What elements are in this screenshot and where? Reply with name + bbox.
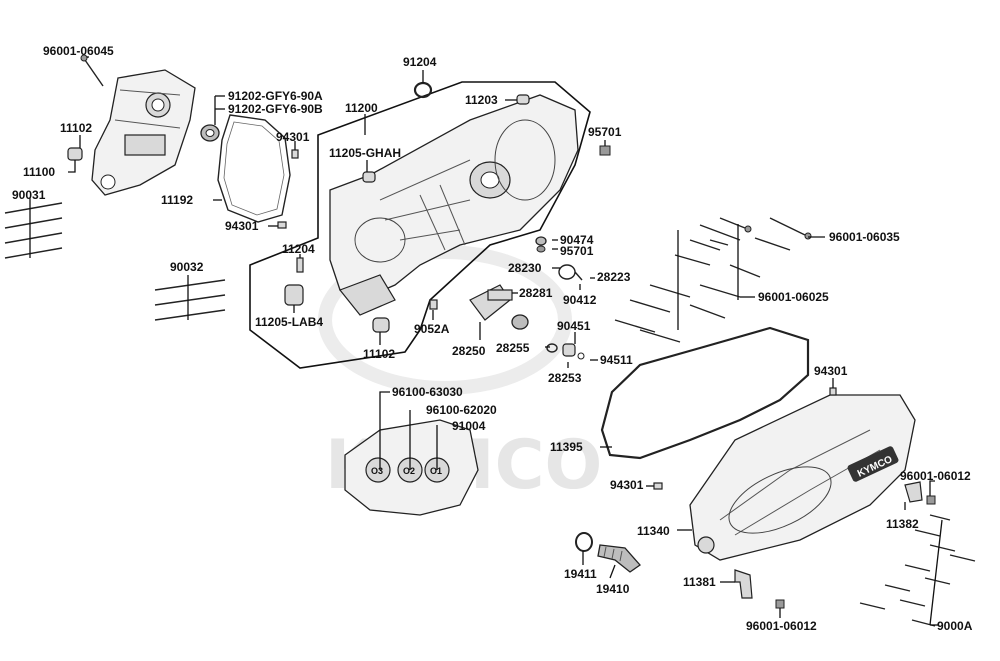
label-90451: 90451 — [557, 319, 591, 333]
bolt-95701-top — [599, 145, 611, 156]
label-96100-63030: 96100-63030 — [392, 385, 463, 399]
label-28253: 28253 — [548, 371, 582, 385]
gasket-11192 — [217, 114, 291, 223]
cover-gasket-11395 — [600, 326, 810, 460]
label-11395: 11395 — [550, 440, 583, 454]
label-11204: 11204 — [282, 242, 315, 256]
label-94301-a: 94301 — [276, 130, 310, 144]
label-94301-d: 94301 — [610, 478, 644, 492]
bushing-11205-lab4 — [284, 284, 304, 306]
dowel-pin-11102-bottom — [372, 317, 390, 333]
o-ring-91204 — [413, 81, 433, 99]
label-94511: 94511 — [600, 353, 633, 367]
label-96001-06025: 96001-06025 — [758, 290, 829, 304]
label-90412: 90412 — [563, 293, 597, 307]
kick-starter-parts — [429, 236, 585, 360]
label-96001-06035: 96001-06035 — [829, 230, 900, 244]
bearing-o3-label: O3 — [371, 466, 383, 476]
label-11382: 11382 — [886, 517, 919, 531]
bracket-11381 — [734, 569, 753, 599]
bearing-o2-label: O2 — [403, 466, 415, 476]
label-19411: 19411 — [564, 567, 597, 581]
label-11200: 11200 — [345, 101, 378, 115]
clamp-19411 — [575, 532, 593, 552]
label-94301-b: 94301 — [225, 219, 259, 233]
left-crankcase-half — [91, 69, 196, 196]
bolt-96001-06045 — [80, 54, 104, 87]
label-90032: 90032 — [170, 260, 204, 274]
bolts-96001-06035 — [674, 217, 812, 266]
label-11205-lab4: 11205-LAB4 — [255, 315, 324, 329]
label-28230: 28230 — [508, 261, 542, 275]
label-19410: 19410 — [596, 582, 630, 596]
label-28281: 28281 — [519, 286, 553, 300]
dowel-11203 — [516, 94, 530, 105]
label-95701-mid: 95701 — [560, 244, 594, 258]
label-11205-ghah: 11205-GHAH — [329, 146, 402, 160]
label-11100: 11100 — [23, 165, 56, 179]
label-91202-gfy6-90a: 91202-GFY6-90A — [228, 89, 323, 103]
label-96001-06012-top: 96001-06012 — [900, 469, 971, 483]
pin-94301-c — [829, 387, 837, 396]
label-91004: 91004 — [452, 419, 486, 433]
bearing-o1-label: O1 — [430, 466, 442, 476]
duct-19410 — [597, 544, 641, 573]
pin-94301-b — [277, 221, 287, 229]
label-96001-06012-bottom: 96001-06012 — [746, 619, 817, 633]
studs-90032 — [154, 279, 226, 321]
bushing-11205-ghah — [362, 171, 376, 183]
bolts-9000A — [859, 514, 976, 627]
main-crankcase-11200 — [329, 94, 579, 316]
label-9000a: 9000A — [937, 619, 973, 633]
label-9052a: 9052A — [414, 322, 450, 336]
bolts-96001-06025 — [614, 224, 761, 343]
label-11340: 11340 — [637, 524, 670, 538]
label-28250: 28250 — [452, 344, 486, 358]
transmission-cover-11340: KYMCO — [689, 394, 916, 561]
label-90474: 90474 — [560, 233, 594, 247]
label-96001-06045: 96001-06045 — [43, 44, 114, 58]
bearing-o3: O3 — [365, 457, 391, 483]
label-11102-bottom: 11102 — [363, 347, 396, 361]
leader-lines — [29, 56, 938, 626]
studs-90031 — [4, 202, 63, 259]
pin-94301-a — [291, 149, 299, 159]
bolt-96001-06012-top — [926, 495, 936, 505]
label-91202-gfy6-90b: 91202-GFY6-90B — [228, 102, 323, 116]
bolt-96001-06012-bottom — [775, 599, 785, 609]
dowel-pin-11102 — [67, 147, 83, 161]
label-11102-top: 11102 — [60, 121, 93, 135]
crankcase-group-outline — [249, 81, 591, 369]
pin-11204 — [296, 257, 304, 273]
label-96100-62020: 96100-62020 — [426, 403, 497, 417]
label-95701-top: 95701 — [588, 125, 622, 139]
pin-94301-d — [653, 482, 663, 490]
label-91204: 91204 — [403, 55, 437, 69]
label-11203: 11203 — [465, 93, 498, 107]
label-94301-c: 94301 — [814, 364, 848, 378]
bracket-11382 — [904, 481, 923, 503]
oil-seal-91202 — [200, 124, 220, 142]
label-90031: 90031 — [12, 188, 46, 202]
label-11192: 11192 — [161, 193, 194, 207]
label-28223: 28223 — [597, 270, 631, 284]
label-28255: 28255 — [496, 341, 530, 355]
label-11381: 11381 — [683, 575, 716, 589]
